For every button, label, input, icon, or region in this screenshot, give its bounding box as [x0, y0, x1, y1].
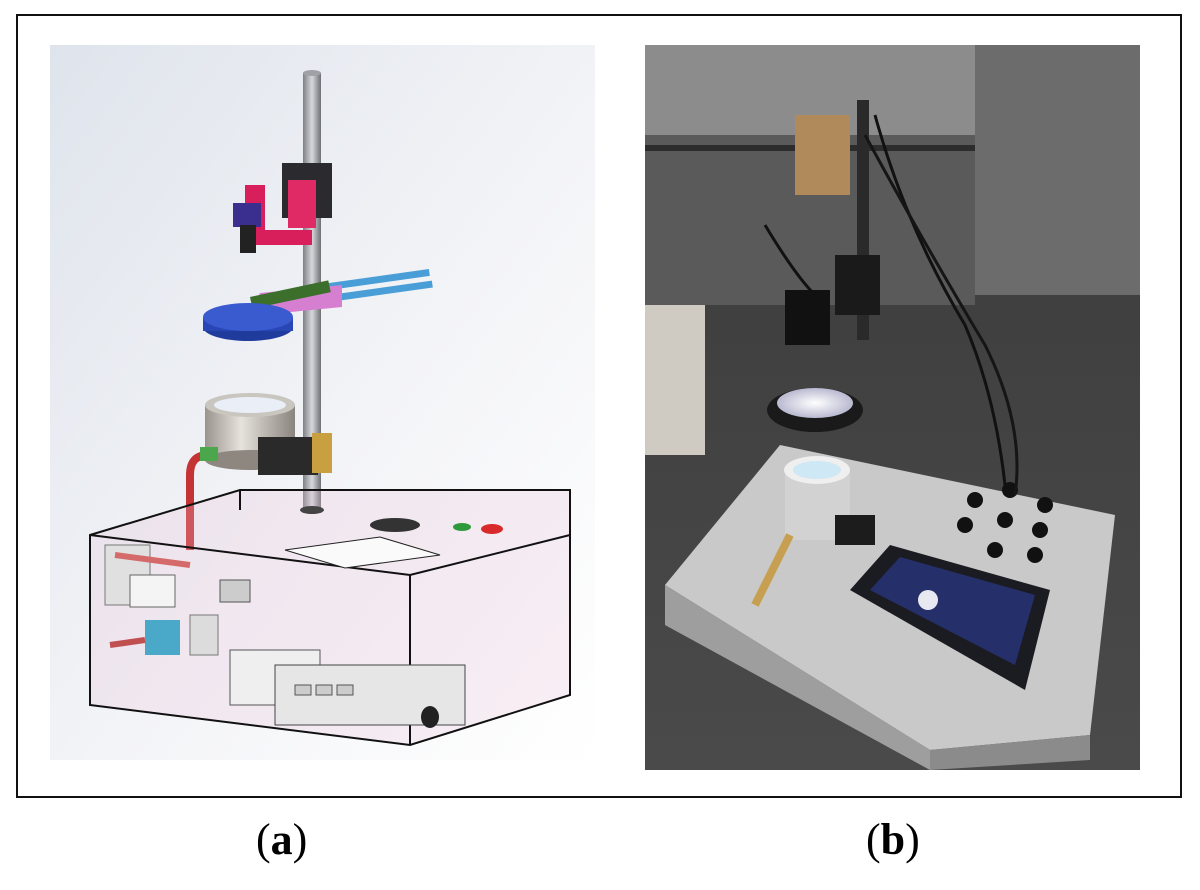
camera-body — [233, 203, 261, 227]
figure-frame — [16, 14, 1182, 798]
panel-label-b: (b) — [866, 815, 920, 864]
panel-b-photo — [645, 45, 1140, 770]
panel-label-a: (a) — [256, 815, 308, 864]
panel-a-cad-render — [50, 45, 595, 760]
